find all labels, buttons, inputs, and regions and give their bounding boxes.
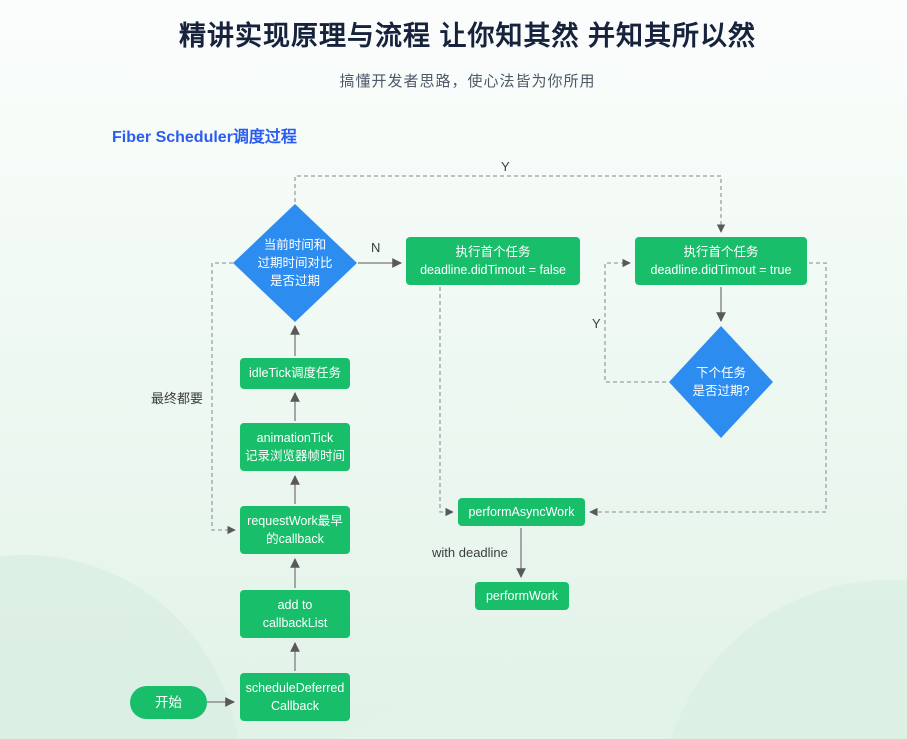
- edge-execfalse-to-performasync: [439, 287, 454, 517]
- edge-label-no: N: [371, 240, 381, 255]
- node-start: 开始: [130, 686, 207, 719]
- node-schedule-deferred-callback: scheduleDeferred Callback: [240, 673, 350, 721]
- node-expire-check-decision: 当前时间和 过期时间对比 是否过期: [233, 204, 357, 322]
- section-header: 精讲实现原理与流程 让你知其然 并知其所以然 搞懂开发者思路，使心法皆为你所用: [14, 14, 907, 91]
- edge-label-eventually: 最终都要: [151, 391, 204, 406]
- edge-label-with-deadline: with deadline: [432, 545, 508, 560]
- background-blob-right: [660, 580, 907, 739]
- edge-label-yes-top: Y: [501, 159, 510, 174]
- node-exec-first-task-true: 执行首个任务 deadline.didTimout = true: [635, 237, 807, 285]
- page-title: 精讲实现原理与流程 让你知其然 并知其所以然: [178, 21, 756, 51]
- node-next-task-decision: 下个任务 是否过期?: [669, 326, 773, 438]
- node-request-work: requestWork最早 的callback: [240, 506, 350, 554]
- edge-expirecheck-yes-to-exectrue: [294, 175, 726, 233]
- node-animation-tick: animationTick 记录浏览器帧时间: [240, 423, 350, 471]
- node-perform-work: performWork: [475, 582, 569, 610]
- diagram-heading: Fiber Scheduler调度过程: [112, 129, 297, 146]
- node-exec-first-task-false: 执行首个任务 deadline.didTimout = false: [406, 237, 580, 285]
- edge-eventually-to-requestwork: [211, 262, 236, 535]
- page-subtitle: 搞懂开发者思路，使心法皆为你所用: [339, 73, 596, 90]
- background-blob-middle: [300, 660, 907, 739]
- edge-label-yes-loop: Y: [592, 316, 601, 331]
- node-idle-tick: idleTick调度任务: [240, 358, 350, 389]
- node-perform-async-work: performAsyncWork: [458, 498, 585, 526]
- node-add-to-callback-list: add to callbackList: [240, 590, 350, 638]
